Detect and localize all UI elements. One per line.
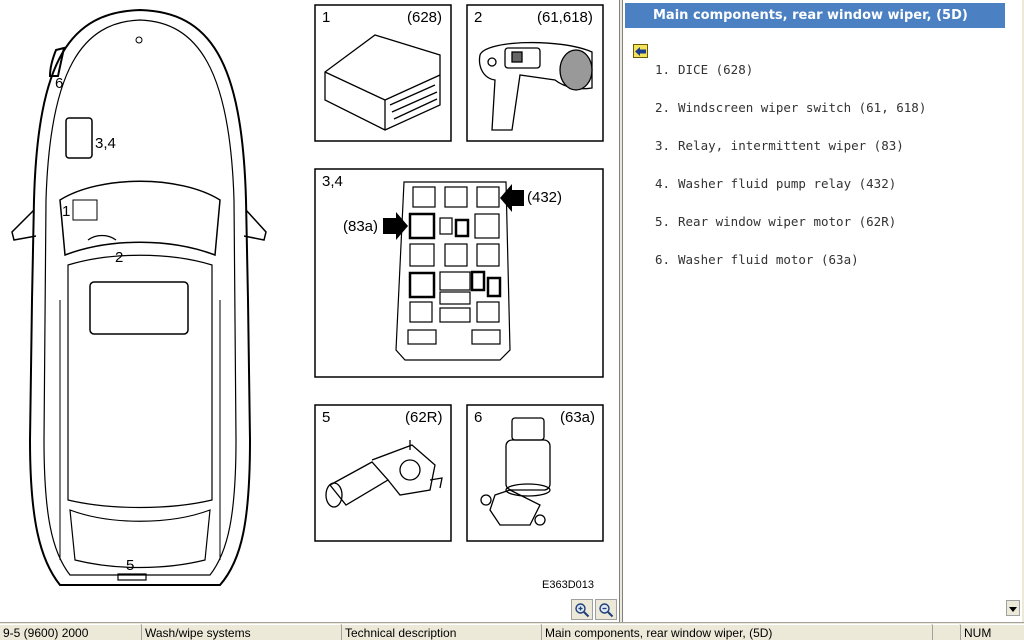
diagram-pane: 1 2 3,4 5 6 1 (628) 2 (61,618) [0,0,620,622]
zoom-out-icon [599,602,614,617]
panel-3-4: 3,4 (83a) (432) [314,168,604,378]
car-label-2: 2 [115,249,123,266]
document-title: Main components, rear window wiper, (5D) [625,3,1005,28]
list-item: 4.Washer fluid pump relay (432) [655,176,926,214]
list-item-label: Rear window wiper motor (62R) [678,214,897,229]
car-label-6: 6 [55,75,63,92]
washer-motor-drawing [480,417,551,526]
list-item: 6.Washer fluid motor (63a) [655,252,926,290]
panel-6-code: (63a) [560,409,595,426]
panel-2: 2 (61,618) [466,4,604,142]
chevron-down-icon [1009,607,1017,612]
status-blank [932,624,959,640]
relay-label-83a: (83a) [343,218,378,235]
list-item-label: Washer fluid pump relay (432) [678,176,897,191]
panel-1-number: 1 [322,9,330,26]
panel-1-code: (628) [407,9,442,26]
list-item-label: Relay, intermittent wiper (83) [678,138,904,153]
panel-1: 1 (628) [314,4,452,142]
dice-marker [72,199,98,221]
relay-pointer-left [383,212,408,240]
status-num-lock: NUM [960,624,1024,640]
status-doc-type: Technical description [341,624,540,640]
list-item: 5.Rear window wiper motor (62R) [655,214,926,252]
panel-6-number: 6 [474,409,482,426]
zoom-out-button[interactable] [595,599,617,620]
scroll-down-button[interactable] [1006,600,1020,616]
zoom-in-icon [575,602,590,617]
car-label-34: 3,4 [95,135,116,152]
list-item-label: DICE (628) [678,62,754,77]
status-bar: 9-5 (9600) 2000 Wash/wipe systems Techni… [0,622,1024,640]
list-item-label: Washer fluid motor (63a) [678,252,859,267]
list-item: 2.Windscreen wiper switch (61, 618) [655,100,926,138]
relay-box-drawing [395,181,511,361]
wiper-motor-drawing [325,440,443,508]
relay-pointer-right [500,184,524,212]
components-list: 1.DICE (628) 2.Windscreen wiper switch (… [655,62,926,290]
car-top-view [11,8,267,586]
zoom-in-button[interactable] [571,599,593,620]
status-page: Main components, rear window wiper, (5D) [541,624,931,640]
vertical-scrollbar[interactable] [1006,0,1022,622]
status-section: Wash/wipe systems [141,624,340,640]
panel-5-code: (62R) [405,409,443,426]
list-item-label: Windscreen wiper switch (61, 618) [678,100,927,115]
panel-6: 6 (63a) [466,404,604,542]
panel-2-code: (61,618) [537,9,593,26]
panel-2-number: 2 [474,9,482,26]
text-pane: Main components, rear window wiper, (5D)… [622,0,1022,622]
list-item: 3.Relay, intermittent wiper (83) [655,138,926,176]
wiring-diagram: 1 2 3,4 5 6 1 (628) 2 (61,618) [11,4,604,586]
car-label-5: 5 [126,557,134,574]
panel-34-number: 3,4 [322,173,343,190]
status-model: 9-5 (9600) 2000 [0,624,140,640]
list-item: 1.DICE (628) [655,62,926,100]
car-label-1: 1 [62,203,70,220]
dice-module-drawing [324,34,441,131]
relay-label-432: (432) [527,189,562,206]
wiper-switch-drawing [478,41,593,131]
panel-5: 5 (62R) [314,404,452,542]
back-arrow-icon [635,46,646,56]
back-button[interactable] [633,44,648,58]
drawing-code: E363D013 [542,579,594,591]
panel-5-number: 5 [322,409,330,426]
